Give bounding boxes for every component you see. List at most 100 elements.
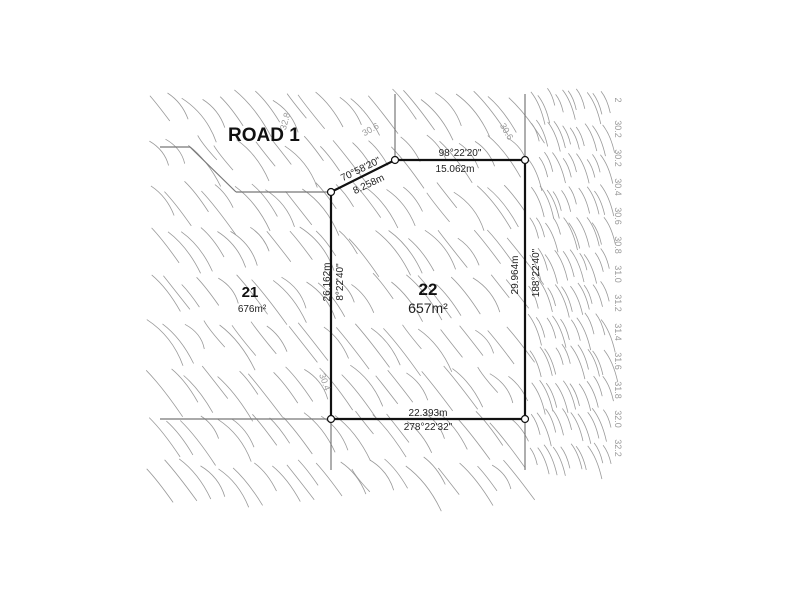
contour-line (334, 415, 371, 461)
contour-line (218, 277, 239, 304)
contour-line (569, 383, 580, 406)
contour-line (487, 96, 517, 133)
contour-line (537, 95, 551, 124)
contour-line (459, 462, 494, 506)
contour-line (537, 247, 548, 271)
contour-line (306, 281, 336, 319)
contour-line (436, 182, 458, 209)
contour-line (436, 284, 462, 316)
contour-line (458, 142, 479, 169)
contour-line (384, 458, 408, 489)
contour-line (266, 230, 292, 262)
contour-line (420, 99, 454, 141)
contour-line (315, 462, 343, 497)
contour-label: 31.2 (613, 294, 623, 312)
contour-line (151, 274, 181, 312)
contour-line (236, 274, 268, 315)
contour-line (587, 412, 600, 439)
contour-line (506, 326, 535, 363)
contour-line (284, 145, 318, 188)
contour-line (183, 375, 214, 413)
contour-line (231, 325, 257, 356)
north-boundary-bearing: 98°22'20" (439, 148, 482, 159)
contour-line (434, 92, 462, 127)
contour-line (403, 90, 435, 131)
contour-line (602, 375, 614, 402)
contour-line (592, 284, 603, 307)
contour-label: 31.4 (613, 323, 623, 341)
contour-line (570, 412, 584, 442)
road-boundary-splay (189, 146, 237, 193)
contour-line (149, 95, 171, 122)
contour-line (317, 282, 346, 317)
survey-mark (326, 187, 336, 197)
contour-line (297, 94, 326, 130)
contour-line (508, 375, 529, 402)
contour-line (200, 227, 225, 258)
contour-label-column: 230.230.230.430.630.831.031.231.431.631.… (613, 97, 623, 456)
contour-line (476, 185, 512, 230)
contour-line (552, 191, 562, 211)
contour-line (602, 124, 615, 153)
contour-line (528, 285, 539, 309)
contour-line (250, 321, 277, 355)
contour-line (218, 468, 250, 508)
contour-line (475, 411, 504, 446)
contour-line (163, 275, 191, 310)
contour-line (281, 276, 307, 309)
contour-line (503, 459, 536, 501)
contour-label: 30.2 (613, 120, 623, 138)
contour-line (320, 415, 349, 451)
contour-line (213, 145, 234, 171)
contour-line (375, 375, 399, 405)
survey-mark (390, 155, 400, 165)
contour-line (545, 408, 557, 433)
contour-line (560, 318, 570, 340)
contour-line (554, 249, 569, 281)
contour-line (579, 253, 588, 271)
contour-line (372, 272, 394, 300)
contour-line (452, 368, 484, 408)
contour-line (535, 217, 545, 238)
contour-label: 30.8 (613, 236, 623, 254)
contour-line (424, 412, 445, 439)
contour-line (254, 462, 277, 492)
contour-line (303, 412, 336, 453)
contour-line (602, 409, 612, 428)
contour-line (539, 380, 554, 412)
contour-line (453, 191, 485, 231)
contour-line (406, 372, 429, 401)
contour-line (286, 93, 307, 119)
contour-line (265, 189, 295, 228)
south-boundary-distance: 22.393m (409, 408, 448, 419)
contour-line (575, 445, 587, 470)
contour-line (577, 413, 592, 444)
contour-line (219, 324, 256, 371)
contour-line (547, 87, 556, 106)
contour-label: 31.0 (613, 265, 623, 283)
contour-line (473, 90, 509, 136)
contour-line (477, 465, 498, 492)
contour-line (236, 139, 270, 182)
contour-line (584, 123, 598, 152)
contour-line (544, 151, 554, 172)
contour-line (577, 282, 590, 310)
contour-line (285, 191, 313, 226)
survey-mark (326, 414, 336, 424)
contour-line (200, 415, 219, 439)
contour-line (594, 252, 604, 272)
contour-line (487, 330, 515, 365)
contour-line (570, 319, 581, 341)
contour-line (600, 319, 616, 353)
contour-line (272, 465, 301, 502)
contour-line (181, 97, 217, 143)
contour-line (594, 190, 606, 215)
contour-line (568, 222, 581, 249)
contour-line (247, 373, 284, 418)
contour-line (437, 412, 468, 450)
contour-line (592, 92, 603, 115)
contour-line (455, 93, 490, 137)
contour-line (406, 421, 433, 453)
contour-line (568, 186, 577, 205)
